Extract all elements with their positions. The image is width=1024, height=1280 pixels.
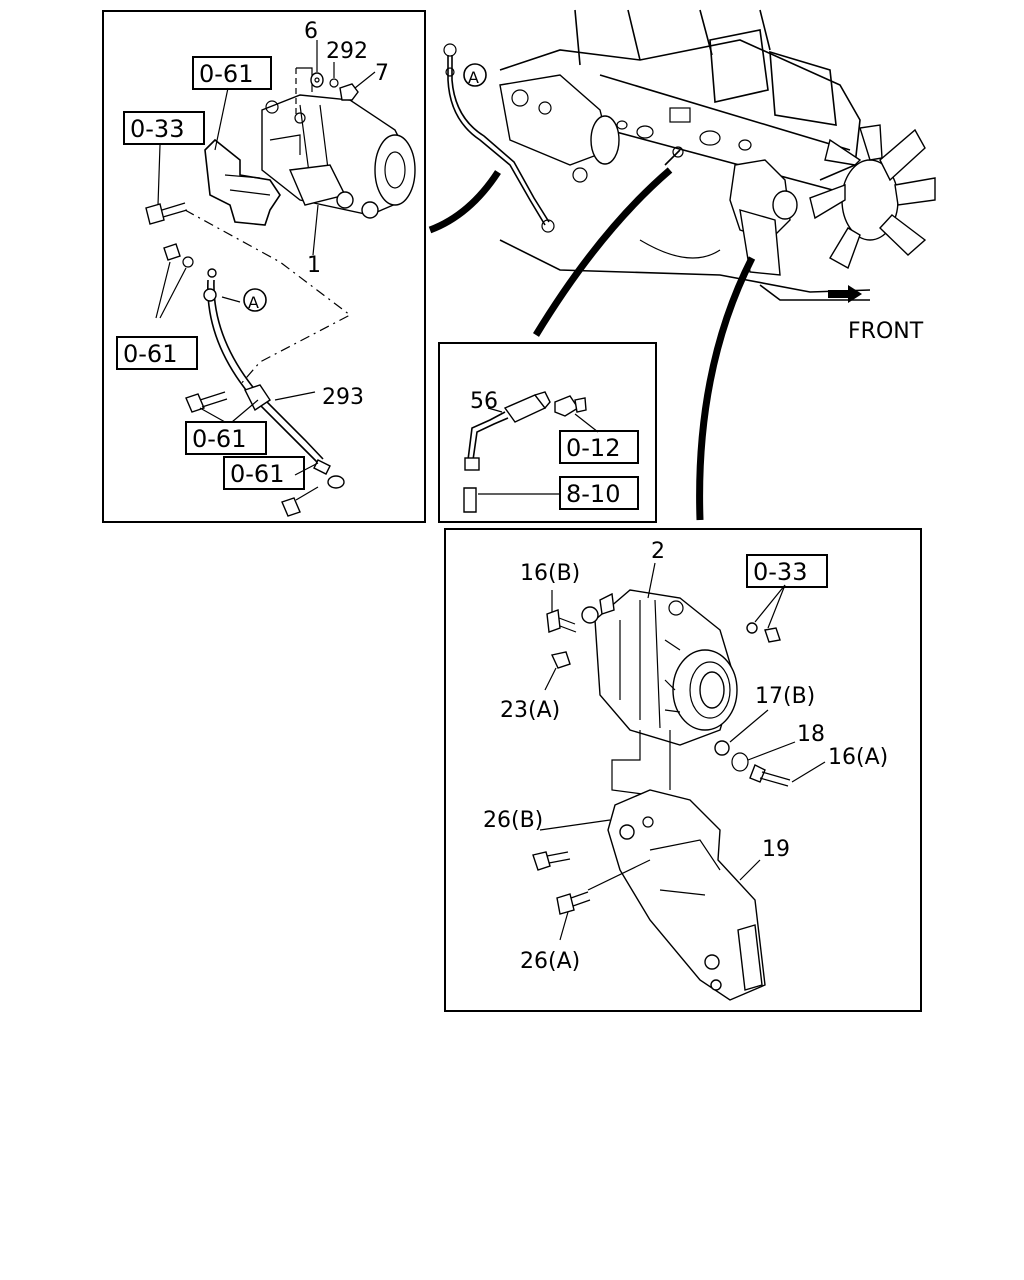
label-292: 292 <box>326 39 368 64</box>
label-16b: 16(B) <box>520 561 580 586</box>
label-26a: 26(A) <box>520 949 580 974</box>
ref-box-0-61-bottom: 0-61 <box>230 460 284 488</box>
engine-callout-a: A <box>468 68 479 87</box>
leader-sensor <box>533 167 673 337</box>
ref-box-0-61-lower: 0-61 <box>192 425 246 453</box>
label-293: 293 <box>322 385 364 410</box>
label-17b: 17(B) <box>755 684 815 709</box>
engine-overview: A FRONT <box>443 9 936 344</box>
ref-box-8-10: 8-10 <box>566 480 620 508</box>
ref-box-0-33-alternator: 0-33 <box>753 558 807 586</box>
front-label: FRONT <box>848 319 924 344</box>
label-23a: 23(A) <box>500 698 560 723</box>
label-16a: 16(A) <box>828 745 888 770</box>
alternator-panel: 2 16(B) 23(A) 17(B) 18 16(A) 26(B) 19 26… <box>444 528 922 1012</box>
label-26b: 26(B) <box>483 808 543 833</box>
label-56: 56 <box>470 389 498 414</box>
ref-box-0-12: 0-12 <box>566 434 620 462</box>
starter-callout-a: A <box>248 293 259 312</box>
label-19: 19 <box>762 837 790 862</box>
sensor-panel: 56 0-12 8-10 <box>438 342 657 523</box>
ref-box-0-61-top: 0-61 <box>199 60 253 88</box>
ref-box-0-61-mid: 0-61 <box>123 340 177 368</box>
leader-starter <box>428 170 501 234</box>
label-7: 7 <box>375 61 389 86</box>
label-18: 18 <box>797 722 825 747</box>
ref-box-0-33-left: 0-33 <box>130 115 184 143</box>
starter-panel: 6 292 7 1 293 A 0-61 0-33 0-61 0-61 0-61 <box>102 10 426 523</box>
label-2: 2 <box>651 539 665 564</box>
label-1: 1 <box>307 253 321 278</box>
label-6: 6 <box>304 19 318 44</box>
leader-alternator <box>696 256 756 521</box>
fan <box>809 124 936 270</box>
